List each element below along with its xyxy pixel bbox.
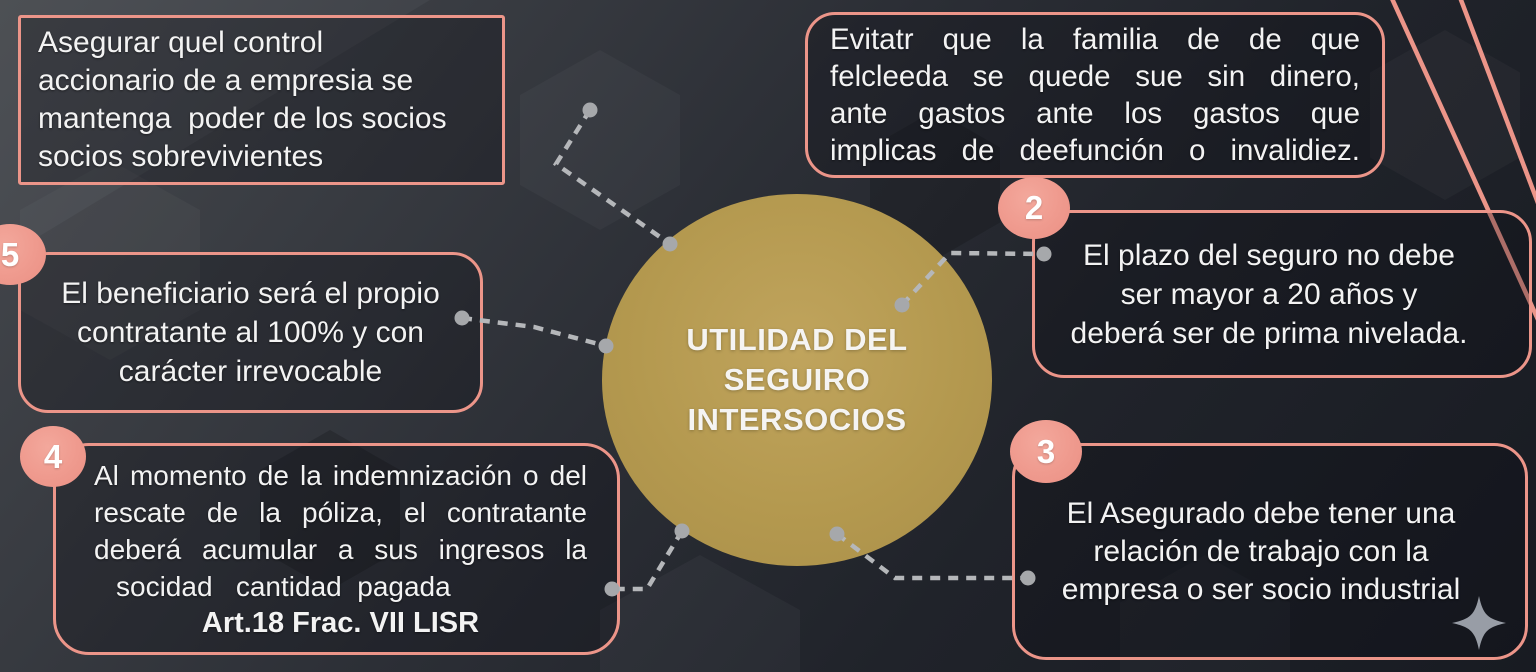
central-title: UTILIDAD DEL SEGUIRO INTERSOCIOS: [686, 320, 907, 440]
connector-beneficiario: [461, 315, 607, 349]
text-line: felcleeda se quede sue sin dinero,: [830, 60, 1360, 93]
badge-2: 2: [998, 177, 1070, 239]
text-line: implicas de deefunción o invalidiez.: [830, 134, 1360, 167]
title-line: UTILIDAD DEL: [686, 322, 908, 357]
hexagon-decoration: [600, 555, 800, 672]
central-circle: UTILIDAD DEL SEGUIRO INTERSOCIOS: [602, 194, 992, 566]
box-asegurado: El Asegurado debe tener una relación de …: [1012, 443, 1528, 660]
text-line: Asegurar quel control: [38, 26, 324, 59]
text-line: El beneficiario será el propio: [61, 277, 440, 310]
text-line: rescate de la póliza, el contratante: [94, 496, 587, 528]
text-line: mantenga poder de los socios: [38, 102, 447, 135]
text-line: ante gastos ante los gastos que: [830, 97, 1360, 130]
text-line: El plazo del seguro no debe: [1083, 238, 1455, 272]
box-beneficiario: El beneficiario será el propio contratan…: [18, 252, 483, 413]
text-line: relación de trabajo con la: [1093, 534, 1429, 568]
box-indemnizacion-text: Al momento de la indemnización o del res…: [56, 457, 617, 642]
box-asegurado-text: El Asegurado debe tener una relación de …: [1015, 495, 1525, 609]
text-line: contratante al 100% y con: [77, 316, 424, 349]
box-plazo: El plazo del seguro no debe ser mayor a …: [1032, 210, 1532, 378]
text-line: socios sobrevivientes: [38, 140, 324, 173]
text-line: Al momento de la indemnización o del: [94, 459, 587, 491]
text-line: socidad cantidad pagada: [116, 570, 451, 602]
box-indemnizacion: Al momento de la indemnización o del res…: [53, 443, 620, 655]
box-control-accionario: Asegurar quel control accionario de a em…: [18, 15, 505, 185]
title-line: SEGUIRO: [723, 362, 871, 397]
hexagon-decoration: [1370, 30, 1520, 200]
text-line: deberá ser de prima nivelada.: [1070, 316, 1468, 350]
legal-reference: Art.18 Frac. VII LISR: [201, 606, 480, 639]
hexagon-decoration: [520, 50, 680, 230]
text-line: deberá acumular a sus ingresos la: [94, 533, 587, 565]
text-line: empresa o ser socio industrial: [1061, 572, 1461, 606]
badge-4: 4: [20, 426, 86, 487]
box-familia: Evitatr que la familia de de que felclee…: [805, 12, 1385, 178]
box-control-text: Asegurar quel control accionario de a em…: [21, 24, 502, 176]
text-line: carácter irrevocable: [118, 355, 383, 388]
badge-3: 3: [1010, 420, 1082, 483]
text-line: El Asegurado debe tener una: [1066, 496, 1456, 530]
text-line: Evitatr que la familia de de que: [830, 23, 1360, 56]
title-line: INTERSOCIOS: [687, 402, 907, 437]
box-beneficiario-text: El beneficiario será el propio contratan…: [21, 274, 480, 391]
text-line: ser mayor a 20 años y: [1120, 277, 1418, 311]
box-familia-text: Evitatr que la familia de de que felclee…: [808, 21, 1382, 169]
text-line: accionario de a empresia se: [38, 64, 414, 97]
box-plazo-text: El plazo del seguro no debe ser mayor a …: [1035, 236, 1529, 353]
